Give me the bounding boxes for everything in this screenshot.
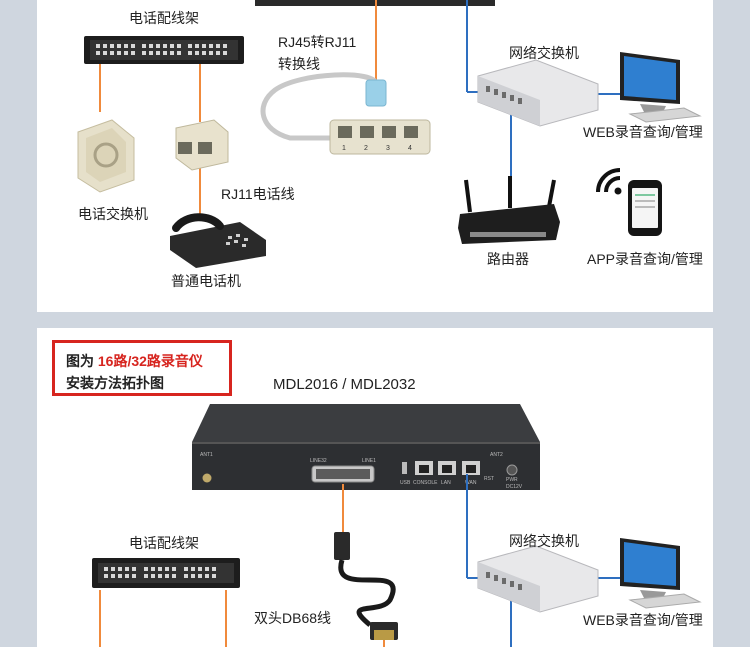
rj11-coupler — [175, 119, 229, 171]
label-patch-panel-bottom: 电话配线架 — [129, 535, 199, 551]
device-dc-label: DC12V — [506, 484, 523, 490]
label-adapter-cable: RJ45转RJ11 — [278, 34, 357, 50]
label-app-query: APP录音查询/管理 — [587, 251, 703, 267]
splitter-port-2: 2 — [364, 145, 368, 152]
monitor-top — [620, 52, 702, 123]
device-wan-label: WAN — [465, 480, 477, 486]
label-patch-panel-top: 电话配线架 — [129, 10, 199, 26]
device-usb-label: USB — [400, 480, 411, 486]
label-network-switch-top: 网络交换机 — [509, 45, 579, 61]
smartphone-icon — [628, 180, 662, 236]
callout-highlight: 16路/32路录音仪 — [97, 353, 203, 369]
wifi-icon — [596, 168, 622, 195]
device-line1-label: LINE1 — [362, 458, 376, 464]
db68-cable — [334, 532, 398, 640]
rj45-rj11-adapter-cable — [260, 72, 431, 155]
label-web-query-top: WEB录音查询/管理 — [583, 124, 703, 140]
callout-prefix: 图为 — [66, 353, 98, 369]
splitter-port-1: 1 — [342, 145, 346, 152]
device-ant1-label: ANT1 — [200, 452, 213, 458]
label-router: 路由器 — [487, 251, 529, 267]
topology-callout: 图为 16路/32路录音仪 安装方法拓扑图 — [52, 340, 232, 396]
monitor-bottom — [620, 538, 702, 609]
device-line32-label: LINE32 — [310, 458, 327, 464]
label-pbx: 电话交换机 — [78, 206, 148, 222]
network-switch-bottom — [477, 545, 599, 613]
label-db68-cable: 双头DB68线 — [254, 610, 332, 626]
recorder-device: ANT1 LINE32 LINE1 USB CONSOLE LAN WAN AN… — [192, 404, 540, 490]
label-adapter-cable-2: 转换线 — [278, 56, 320, 72]
router — [458, 176, 560, 244]
device-rst-label: RST — [484, 476, 494, 482]
label-model: MDL2016 / MDL2032 — [273, 376, 416, 393]
label-rj11-cable: RJ11电话线 — [221, 186, 295, 202]
splitter-port-3: 3 — [386, 145, 390, 152]
device-lan-label: LAN — [441, 480, 451, 486]
device-pwr-label: PWR — [506, 477, 518, 483]
patch-panel-bottom — [92, 558, 240, 588]
label-phone: 普通电话机 — [171, 273, 241, 289]
device-ant2-label: ANT2 — [490, 452, 503, 458]
pbx-device — [77, 119, 135, 193]
label-web-query-bottom: WEB录音查询/管理 — [583, 612, 703, 628]
network-switch-top — [477, 59, 599, 127]
telephone — [170, 213, 266, 268]
label-network-switch-bottom: 网络交换机 — [509, 533, 579, 549]
device-console-label: CONSOLE — [413, 480, 438, 486]
patch-panel-top — [84, 36, 244, 64]
splitter-port-4: 4 — [408, 145, 412, 152]
callout-line2: 安装方法拓扑图 — [66, 375, 164, 391]
